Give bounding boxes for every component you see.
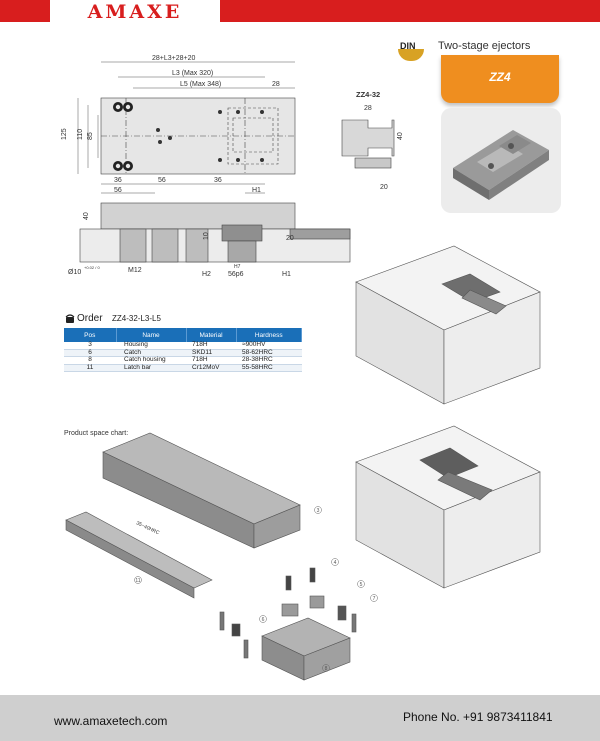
dim-m12: M12	[128, 267, 142, 274]
table-row: 11 Latch bar Cr12MoV 55-58HRC	[64, 364, 302, 372]
cell-name: Latch bar	[116, 364, 186, 372]
din-badge: DIN	[398, 41, 424, 61]
header-bar: AMAXE	[0, 0, 600, 23]
din-badge-icon	[398, 49, 424, 61]
brand-logo[interactable]: AMAXE	[87, 1, 183, 23]
spec-table: Pos Name Material Hardness 3 Housing 718…	[64, 328, 302, 372]
series-code: ZZ4	[489, 70, 511, 84]
cell-material: Cr12MoV	[186, 364, 236, 372]
cell-material: 718H	[186, 356, 236, 365]
cell-pos: 3	[64, 341, 116, 350]
dim-l5: L5 (Max 348)	[180, 81, 221, 88]
cell-name: Catch	[116, 349, 186, 357]
cell-hardness: 58-62HRC	[236, 349, 302, 357]
detail-title: ZZ4-32	[356, 90, 380, 99]
dim-h2: H2	[202, 271, 211, 278]
cell-hardness: 28-38HRC	[236, 356, 302, 365]
dim-h1b: H1	[282, 271, 291, 278]
callout-3: 3	[317, 508, 320, 514]
order-label: Order	[77, 313, 103, 324]
detail-dim-28: 28	[364, 105, 372, 112]
din-badge-text: DIN	[400, 41, 416, 51]
cell-pos: 8	[64, 356, 116, 365]
col-hardness: Hardness	[236, 328, 302, 342]
website-link[interactable]: www.amaxetech.com	[54, 714, 168, 728]
callout-5: 5	[360, 582, 363, 588]
dim-85: 85	[87, 132, 94, 140]
callout-11: 11	[135, 578, 140, 584]
dim-110: 110	[77, 129, 84, 140]
dim-bore: Ø10	[68, 269, 81, 276]
product-photo-image	[453, 130, 549, 200]
product-photo	[441, 108, 561, 213]
callout-6: 6	[262, 617, 265, 623]
dim-36b: 36	[214, 177, 222, 184]
table-row: 3 Housing 718H ≈900HV	[64, 341, 302, 350]
table-row: 8 Catch housing 718H 28-38HRC	[64, 356, 302, 365]
col-name: Name	[116, 328, 187, 342]
detail-dim-20: 20	[380, 184, 388, 191]
callout-8: 8	[325, 666, 328, 672]
order-code: ZZ4-32-L3-L5	[112, 314, 161, 323]
callout-7: 7	[373, 596, 376, 602]
logo-box: AMAXE	[50, 0, 220, 23]
dim-56a: 56	[114, 187, 122, 194]
dim-36a: 36	[114, 177, 122, 184]
cell-pos: 6	[64, 349, 116, 357]
dim-56b: 56	[158, 177, 166, 184]
phone-icon	[65, 314, 75, 323]
spec-table-header: Pos Name Material Hardness	[64, 328, 302, 342]
bar-note: 35~40HRC	[135, 520, 160, 536]
col-pos: Pos	[64, 328, 117, 342]
col-material: Material	[186, 328, 237, 342]
dim-h1: H1	[252, 187, 261, 194]
table-row: 6 Catch SKD11 58-62HRC	[64, 349, 302, 357]
space-chart-label: Product space chart:	[64, 430, 129, 437]
series-tab[interactable]: ZZ4	[441, 55, 559, 103]
cell-name: Catch housing	[116, 356, 186, 365]
dim-20: 20	[286, 235, 294, 242]
dim-overall: 28+L3+28+20	[152, 55, 196, 62]
detail-dim-40: 40	[397, 132, 404, 140]
dim-40: 40	[83, 212, 90, 220]
dim-28: 28	[272, 81, 280, 88]
footer: www.amaxetech.com Phone No. +91 98734118…	[0, 695, 600, 741]
cell-material: SKD11	[186, 349, 236, 357]
cell-name: Housing	[116, 341, 186, 350]
dim-56p6: 56p6	[228, 271, 244, 278]
series-title: Two-stage ejectors	[438, 40, 531, 52]
dim-10: 10	[203, 232, 210, 240]
cell-material: 718H	[186, 341, 236, 350]
dim-bore-tol: +0.02 / 0	[84, 265, 100, 270]
cell-pos: 11	[64, 364, 116, 372]
cell-hardness: ≈900HV	[236, 341, 302, 350]
dim-h7: H7	[234, 264, 241, 270]
phone-number[interactable]: Phone No. +91 9873411841	[403, 710, 553, 724]
dim-125: 125	[61, 128, 68, 140]
callout-4: 4	[334, 560, 337, 566]
cell-hardness: 55-58HRC	[236, 364, 302, 372]
dim-l3: L3 (Max 320)	[172, 70, 213, 77]
